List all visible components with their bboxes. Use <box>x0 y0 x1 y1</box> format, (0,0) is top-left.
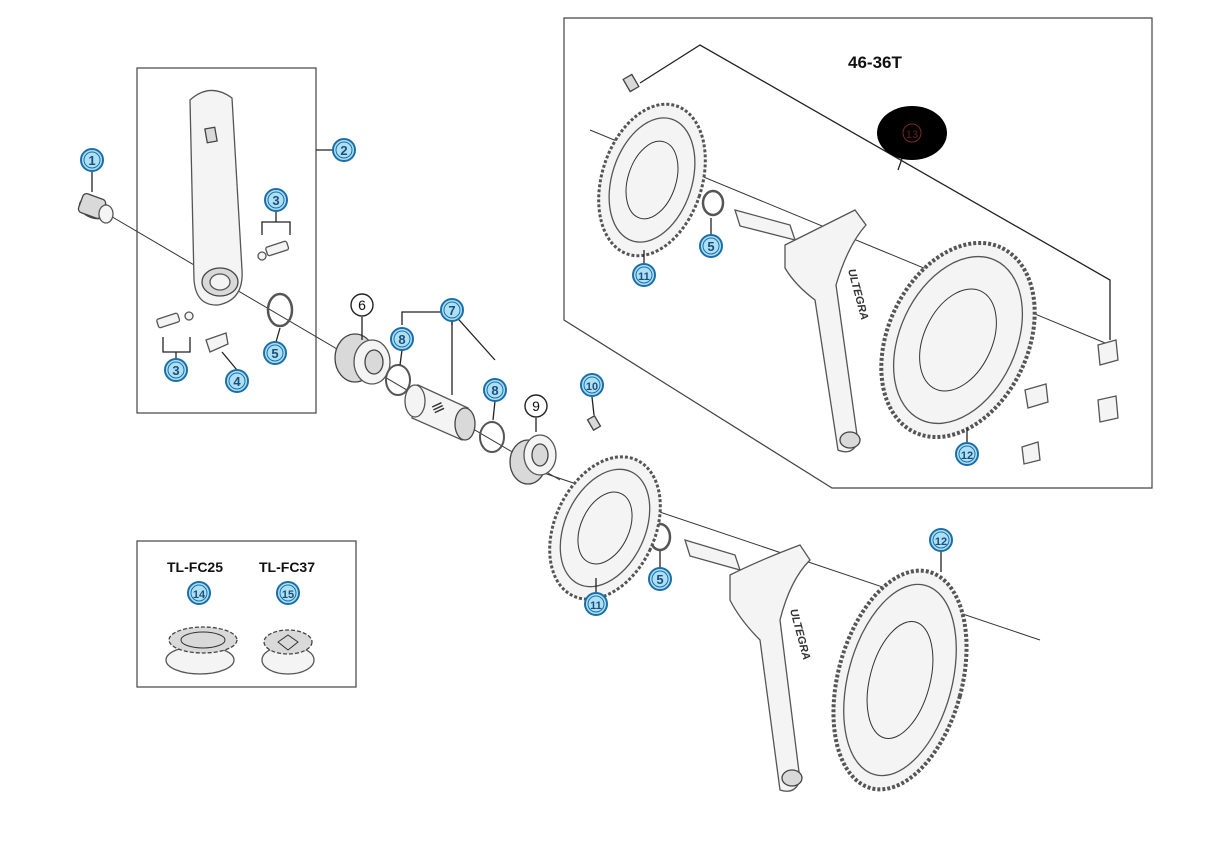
callout-13[interactable]: 13 <box>877 106 947 160</box>
callout-5-kit-label: 5 <box>707 239 714 254</box>
callout-14-label: 14 <box>193 589 206 601</box>
callout-4-label: 4 <box>233 374 241 389</box>
callout-3-upper[interactable]: 3 <box>264 188 288 212</box>
callout-7-label: 7 <box>448 303 455 318</box>
callout-8-right[interactable]: 8 <box>483 378 507 402</box>
callout-3-upper-label: 3 <box>272 193 279 208</box>
callout-10[interactable]: 10 <box>580 373 604 397</box>
callout-10-label: 10 <box>586 381 598 393</box>
callout-2[interactable]: 2 <box>332 138 356 162</box>
leader-lines <box>91 44 1111 592</box>
bottom-bracket-cup-left <box>334 333 391 385</box>
callout-5-right-label: 5 <box>656 572 663 587</box>
callout-15[interactable]: 15 <box>276 581 300 605</box>
callout-5-left-label: 5 <box>271 346 278 361</box>
callout-8-right-label: 8 <box>491 383 498 398</box>
right-crank-arm-main: ULTEGRA <box>684 539 812 792</box>
kit-inner-chainring <box>597 102 707 258</box>
kit-chainring-bolt <box>622 73 640 93</box>
callout-1[interactable]: 1 <box>80 148 104 172</box>
kit-outer-chainring <box>879 240 1037 440</box>
callout-14[interactable]: 14 <box>187 581 211 605</box>
callout-11-kit-label: 11 <box>638 271 650 283</box>
crank-bolt-upper <box>257 240 290 261</box>
callout-12-kit-label: 12 <box>961 450 973 462</box>
kit-46-36t-frame <box>563 17 1153 489</box>
kit-chainring-nuts <box>1021 339 1119 465</box>
callout-5-right[interactable]: 5 <box>648 567 672 591</box>
callout-15-label: 15 <box>282 589 294 601</box>
safety-plate <box>205 332 229 353</box>
callout-11-kit[interactable]: 11 <box>632 263 656 287</box>
crank-arm-fixing-bolt <box>77 192 114 224</box>
spacer-right <box>479 421 505 453</box>
o-ring-left <box>266 292 294 328</box>
callout-11-main[interactable]: 11 <box>584 592 608 616</box>
brand-text-kit: ULTEGRA <box>845 268 870 322</box>
crank-bolt-lower <box>156 311 194 329</box>
o-ring-kit <box>701 189 725 217</box>
callout-12-main[interactable]: 12 <box>929 528 953 552</box>
outer-chainring-main <box>831 568 969 792</box>
callout-12-main-label: 12 <box>935 536 947 548</box>
tool-label-tl-fc25: TL-FC25 <box>167 559 223 575</box>
tools-frame <box>136 540 357 688</box>
brand-text-main: ULTEGRA <box>787 608 812 662</box>
callout-6[interactable]: 6 <box>350 293 374 317</box>
callout-6-label: 6 <box>358 297 366 313</box>
bottom-bracket-cup-right <box>509 434 557 485</box>
kit-right-crank-arm: ULTEGRA <box>734 209 870 453</box>
callout-3-lower-label: 3 <box>172 363 179 378</box>
chainring-bolt <box>586 414 602 432</box>
tool-label-tl-fc37: TL-FC37 <box>259 559 315 575</box>
callout-3-lower[interactable]: 3 <box>164 358 188 382</box>
callout-8-left[interactable]: 8 <box>390 327 414 351</box>
callout-2-label: 2 <box>340 143 347 158</box>
callout-1-label: 1 <box>88 153 95 168</box>
inner-chainring-main <box>548 455 662 601</box>
callout-5-left[interactable]: 5 <box>263 341 287 365</box>
svg-text:|||: ||| <box>431 401 446 414</box>
callout-9[interactable]: 9 <box>524 394 548 418</box>
callout-8-left-label: 8 <box>398 332 405 347</box>
left-crank-arm <box>189 89 243 306</box>
callout-9-label: 9 <box>532 398 540 414</box>
callout-12-kit[interactable]: 12 <box>955 442 979 466</box>
callout-5-kit[interactable]: 5 <box>699 234 723 258</box>
callout-7[interactable]: 7 <box>440 298 464 322</box>
callout-11-main-label: 11 <box>590 600 602 612</box>
spacer-left <box>385 364 411 396</box>
left-crank-frame <box>136 67 317 414</box>
callout-4[interactable]: 4 <box>225 369 249 393</box>
tool-tl-fc37 <box>261 629 315 675</box>
tool-tl-fc25 <box>165 626 238 675</box>
inner-cover: ||| <box>404 384 476 441</box>
kit-size-label: 46-36T <box>848 53 902 72</box>
callout-13-label: 13 <box>906 129 918 141</box>
